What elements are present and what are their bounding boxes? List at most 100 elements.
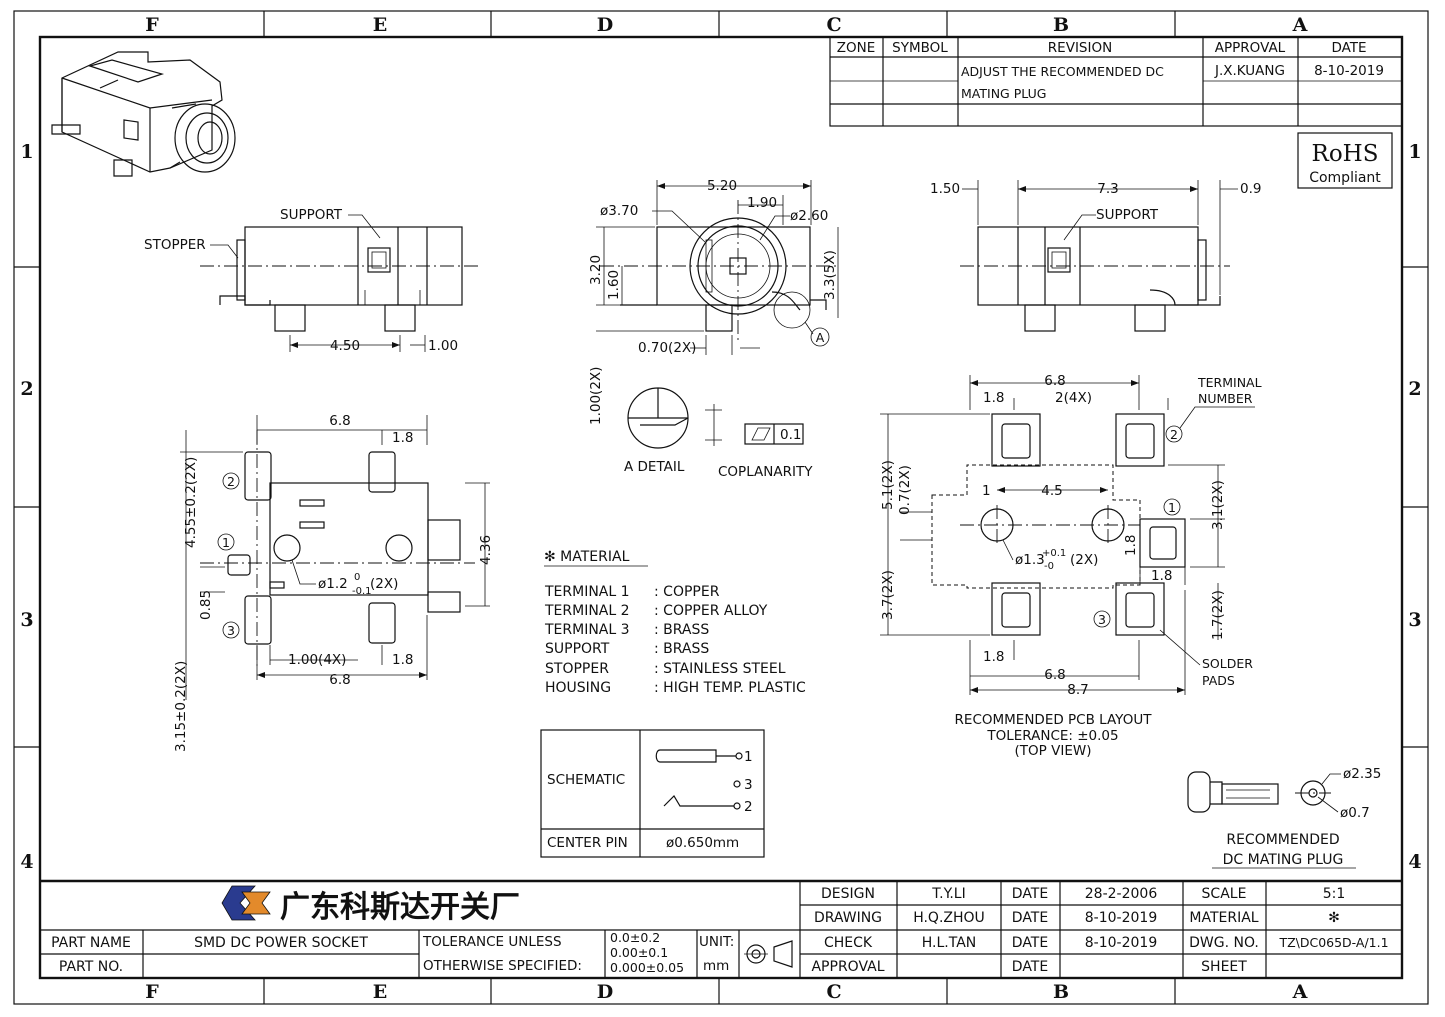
schematic-pin-3: 3: [744, 777, 753, 793]
rev-header-date: DATE: [1331, 40, 1366, 56]
company-name: 广东科斯达开关厂: [280, 890, 520, 925]
dwg-no-label: DWG. NO.: [1189, 935, 1259, 951]
pcb-dim-5-1-2x: 5.1(2X): [880, 460, 896, 510]
rev-header-approval: APPROVAL: [1215, 40, 1286, 56]
material-value-4: : BRASS: [654, 641, 709, 657]
center-pin-value: ø0.650mm: [666, 835, 739, 851]
top-dim-6-8-bottom: 6.8: [329, 672, 350, 688]
coplanarity-label: COPLANARITY: [718, 464, 813, 480]
zone-col-d-top: D: [597, 14, 613, 36]
drawing-date: 8-10-2019: [1085, 910, 1157, 926]
zone-col-c-top: C: [826, 14, 841, 36]
pcb-solder-label: SOLDER: [1202, 656, 1253, 671]
material-part-5: STOPPER: [545, 661, 609, 677]
side-stopper-label: STOPPER: [144, 237, 206, 253]
zone-col-a-bottom: A: [1292, 981, 1308, 1003]
zone-col-b-top: B: [1053, 14, 1069, 36]
right-dim-1-50: 1.50: [930, 181, 960, 197]
zone-col-f-bottom: F: [145, 981, 159, 1003]
rev-header-symbol: SYMBOL: [892, 40, 948, 56]
zone-col-b-bottom: B: [1053, 981, 1069, 1003]
top-dim-1-8: 1.8: [392, 430, 413, 446]
pcb-dim-1-8-horizontal: 1.8: [1151, 568, 1172, 584]
right-dim-0-9: 0.9: [1240, 181, 1261, 197]
side-dim-4-50: 4.50: [330, 338, 360, 354]
top-hole-dia: ø1.2: [318, 576, 348, 592]
zone-row-2-right: 2: [1408, 378, 1421, 400]
zone-row-1-right: 1: [1408, 141, 1421, 163]
front-dim-1-90: 1.90: [747, 195, 777, 211]
material-value-1: : COPPER: [654, 584, 720, 600]
material-part-6: HOUSING: [545, 680, 611, 696]
front-dim-3-20: 3.20: [588, 255, 604, 285]
pcb-dim-1-8-top: 1.8: [983, 390, 1004, 406]
scale-label: SCALE: [1202, 886, 1247, 902]
pcb-hole-tol-down: -0: [1044, 561, 1054, 572]
top-dim-1-00-4x: 1.00(4X): [288, 652, 346, 668]
pcb-caption-title: RECOMMENDED PCB LAYOUT: [955, 712, 1153, 728]
drawing-label: DRAWING: [814, 910, 882, 926]
rev-description-line2: MATING PLUG: [961, 86, 1046, 101]
dwg-no-value: TZ\DC065D-A/1.1: [1278, 935, 1388, 950]
top-dim-3-15: 3.15±0.2(2X): [173, 661, 189, 752]
material-value-2: : COPPER ALLOY: [654, 603, 768, 619]
front-dim-0-70-2x: 0.70(2X): [638, 340, 696, 356]
tolerance-label-line2: OTHERWISE SPECIFIED:: [423, 958, 582, 974]
schematic-table: SCHEMATIC CENTER PIN ø0.650mm 1 3 2: [540, 729, 765, 858]
side-view: 4.50 1.00 SUPPORT STOPPER: [144, 207, 480, 354]
pcb-dim-1: 1: [982, 483, 991, 499]
pcb-number-label: NUMBER: [1198, 391, 1253, 406]
check-name: H.L.TAN: [922, 935, 977, 951]
front-dim-1-60: 1.60: [606, 270, 622, 300]
zone-col-e-bottom: E: [373, 981, 387, 1003]
plug-dim-2-35: ø2.35: [1343, 766, 1381, 782]
coplanarity-tolerance: 0.1: [780, 427, 801, 443]
material-value-5: : STAINLESS STEEL: [654, 661, 786, 677]
material-part-3: TERMINAL 3: [544, 622, 630, 638]
pcb-pin-3: 3: [1098, 612, 1106, 627]
top-dim-4-55: 4.55±0.2(2X): [183, 457, 199, 548]
material-value-6: : HIGH TEMP. PLASTIC: [654, 680, 806, 696]
material-value: ✻: [1328, 910, 1340, 926]
sheet-label: SHEET: [1201, 959, 1247, 975]
right-dim-7-3: 7.3: [1097, 181, 1118, 197]
front-dim-3-3-5x: 3.3(5X): [822, 250, 838, 300]
part-name-value: SMD DC POWER SOCKET: [194, 935, 368, 951]
top-hole-count: (2X): [370, 576, 398, 592]
design-date: 28-2-2006: [1085, 886, 1158, 902]
design-name: T.Y.LI: [931, 886, 965, 902]
top-dim-4-36: 4.36: [478, 535, 494, 565]
top-pin-2: 2: [227, 474, 235, 489]
part-no-label: PART NO.: [59, 959, 123, 975]
material-title: ✻ MATERIAL: [544, 549, 630, 565]
rev-date-value: 8-10-2019: [1314, 63, 1384, 79]
front-dim-1-00-2x: 1.00(2X): [588, 367, 604, 425]
detail-a: A DETAIL 0.1 COPLANARITY: [624, 387, 813, 480]
rev-header-revision: REVISION: [1048, 40, 1112, 56]
tolerance-1dp: 0.0±0.2: [610, 930, 660, 945]
pcb-dim-4-5: 4.5: [1041, 483, 1062, 499]
tolerance-label-line1: TOLERANCE UNLESS: [422, 934, 562, 950]
plug-caption-2: DC MATING PLUG: [1223, 852, 1344, 868]
pcb-dim-1-8-bottom: 1.8: [983, 649, 1004, 665]
zone-row-3-left: 3: [20, 609, 33, 631]
pcb-pin-1: 1: [1168, 500, 1176, 515]
pcb-terminal-label: TERMINAL: [1197, 375, 1262, 390]
pcb-dim-1-8-vertical: 1.8: [1123, 535, 1139, 556]
material-part-1: TERMINAL 1: [544, 584, 630, 600]
plug-caption-1: RECOMMENDED: [1226, 832, 1339, 848]
top-view: 2 1 3 6.8 1.8 4.55±0.2(2X) 4.36 0.85 3.1…: [173, 413, 494, 752]
detail-a-label: A DETAIL: [624, 459, 685, 475]
top-hole-tol-up: 0: [354, 572, 360, 583]
side-dim-1-00: 1.00: [428, 338, 458, 354]
pcb-dim-3-7-2x: 3.7(2X): [880, 570, 896, 620]
top-pin-1: 1: [222, 535, 230, 550]
pcb-hole-count: (2X): [1070, 552, 1098, 568]
pcb-dim-0-7-2x: 0.7(2X): [897, 465, 913, 515]
approval-label: APPROVAL: [811, 959, 884, 975]
zone-col-f-top: F: [145, 14, 159, 36]
material-label: MATERIAL: [1189, 910, 1258, 926]
center-pin-label: CENTER PIN: [547, 835, 628, 851]
drawing-name: H.Q.ZHOU: [913, 910, 985, 926]
